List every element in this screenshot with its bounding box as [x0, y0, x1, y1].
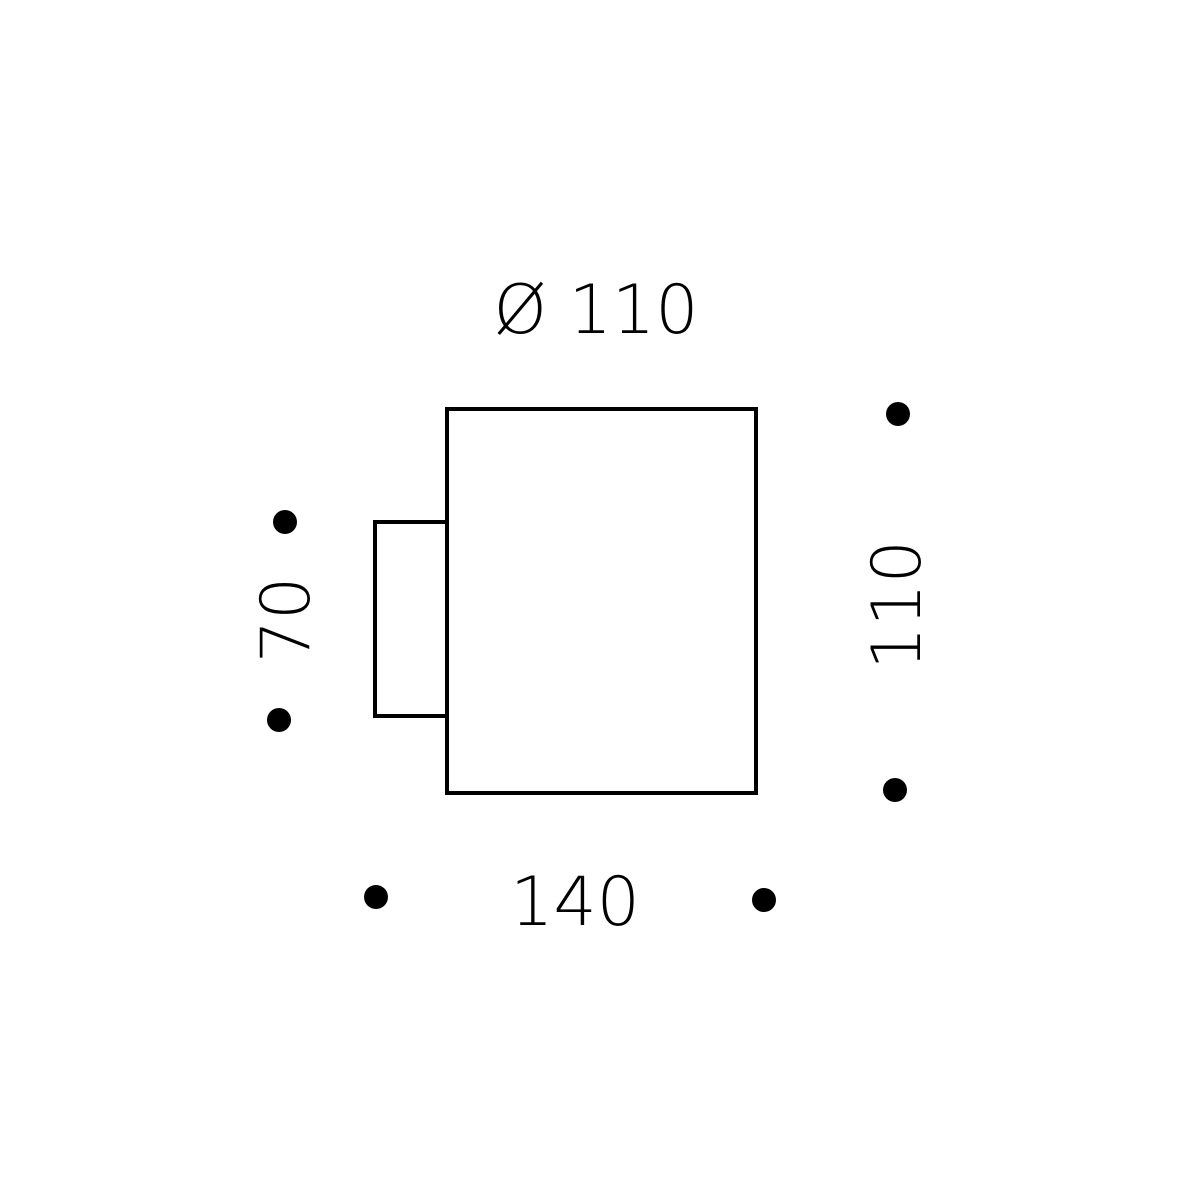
diameter-label: Ø 110: [494, 271, 699, 350]
mount-plate-outline: [373, 520, 447, 718]
width-label: 140: [510, 863, 640, 942]
dimension-dot: [886, 402, 910, 426]
dimension-dot: [883, 778, 907, 802]
dimension-dot: [267, 708, 291, 732]
dimension-dot: [273, 510, 297, 534]
dimension-dot: [752, 888, 776, 912]
height-label: 110: [858, 540, 937, 670]
main-body-outline: [445, 407, 758, 795]
side-depth-label: 70: [247, 577, 326, 664]
dimension-dot: [364, 885, 388, 909]
